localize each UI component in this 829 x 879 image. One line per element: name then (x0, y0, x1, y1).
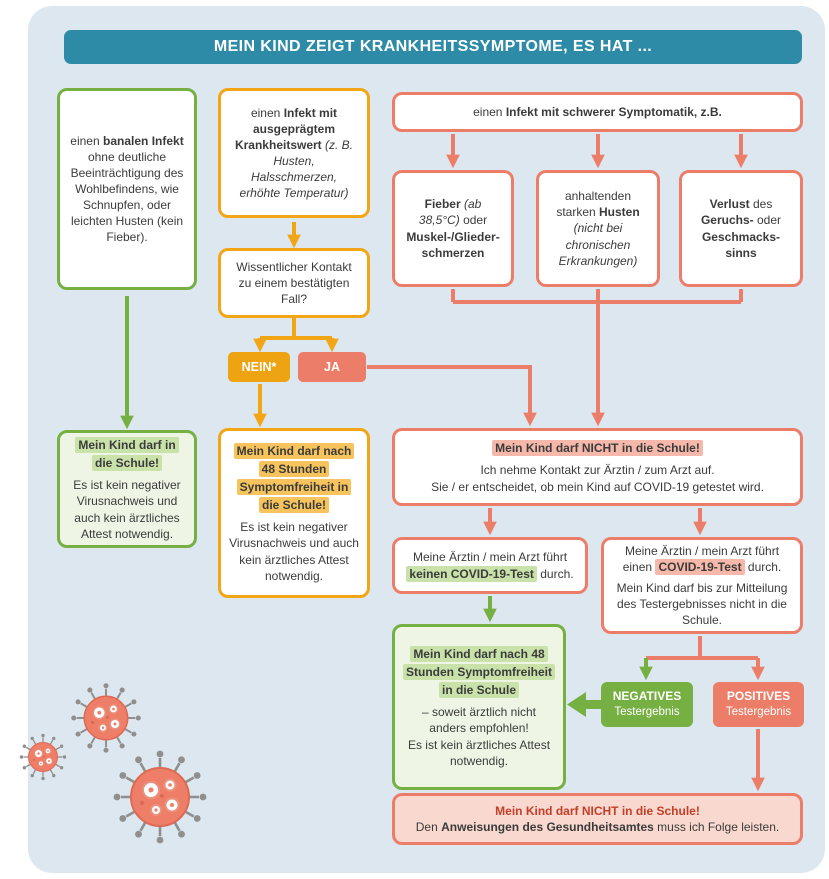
symptom-fever-box: Fieber (ab 38,5°C) oder Muskel-/Glieder­… (392, 170, 514, 287)
contact-question-box: Wissentlicher Kontakt zu einem bestätigt… (218, 248, 370, 318)
outcome-mild-box: Mein Kind darf in die Schule! Es ist kei… (57, 430, 197, 548)
final-body: Den Anweisungen des Gesundheitsamtes mus… (415, 820, 780, 834)
condition-severe-box: einen Infekt mit schwerer Symptomatik, z… (392, 92, 803, 132)
negative-result-badge: NEGATIVES Testergebnis (601, 682, 693, 727)
outcome-free-line2: Es ist kein ärztliches Attest notwendig. (407, 737, 551, 768)
no-test-box: Meine Ärztin / mein Arzt führt keinen CO… (392, 537, 588, 594)
no-test-text: Meine Ärztin / mein Arzt führt keinen CO… (403, 549, 577, 582)
no-school-line2: Sie / er entscheidet, ob mein Kind auf C… (431, 479, 764, 494)
test-box: Meine Ärztin / mein Arzt führt einen COV… (601, 537, 803, 634)
symptom-smell-box: Verlust des Geruchs- oder Geschmacks­sin… (679, 170, 803, 287)
outcome-moderate-title: Mein Kind darf nach 48 Stunden Symptomfr… (229, 442, 359, 514)
no-school-line1: Ich nehme Kontakt zur Ärztin / zum Arzt … (480, 463, 715, 478)
outcome-free-line1: – soweit ärztlich nicht anders empfohlen… (421, 705, 537, 736)
symptom-fever-text: Fieber (ab 38,5°C) oder Muskel-/Glieder­… (406, 197, 500, 260)
condition-moderate-box: einen Infekt mit ausgeprägtem Krankheits… (218, 88, 370, 218)
outcome-moderate-box: Mein Kind darf nach 48 Stunden Symptomfr… (218, 428, 370, 598)
outcome-moderate-body: Es ist kein negativer Virusnachweis und … (229, 520, 359, 583)
contact-question-text: Wissentlicher Kontakt zu einem bestätigt… (236, 259, 352, 307)
symptom-smell-text: Verlust des Geruchs- oder Geschmacks­sin… (700, 197, 782, 260)
outcome-free-title: Mein Kind darf nach 48 Stunden Symptom­f… (403, 645, 556, 699)
outcome-mild-body: Es ist kein negativer Virusnachweis und … (73, 478, 181, 541)
condition-severe-text: einen Infekt mit schwerer Symptomatik, z… (473, 104, 722, 119)
no-school-title: Mein Kind darf NICHT in die Schule! (492, 439, 703, 457)
condition-mild-box: einen banalen Infekt ohne deutliche Beei… (57, 88, 197, 290)
answer-yes-badge: JA (298, 352, 366, 382)
symptom-cough-text: anhaltenden starken Husten (nicht bei ch… (556, 189, 640, 268)
test-text: Meine Ärztin / mein Arzt führt einen COV… (622, 543, 782, 575)
positive-result-badge: POSITIVES Testergebnis (713, 682, 804, 727)
final-no-school-box: Mein Kind darf NICHT in die Schule! Den … (392, 793, 803, 845)
answer-no-badge: NEIN* (228, 352, 290, 382)
symptom-cough-box: anhaltenden starken Husten (nicht bei ch… (536, 170, 660, 287)
outcome-symptom-free-box: Mein Kind darf nach 48 Stunden Symptom­f… (392, 624, 566, 790)
condition-mild-text: einen banalen Infekt ohne deutliche Beei… (70, 133, 184, 245)
test-body: Mein Kind darf bis zur Mitteilung des Te… (616, 580, 788, 628)
outcome-mild-title: Mein Kind darf in die Schule! (68, 436, 186, 472)
condition-moderate-text: einen Infekt mit ausgeprägtem Krankheits… (234, 105, 354, 201)
page-title-text: MEIN KIND ZEIGT KRANKHEITSSYMPTOME, ES H… (213, 38, 653, 55)
page-title: MEIN KIND ZEIGT KRANKHEITSSYMPTOME, ES H… (64, 30, 802, 64)
no-school-consult-box: Mein Kind darf NICHT in die Schule! Ich … (392, 428, 803, 506)
final-title: Mein Kind darf NICHT in die Schule! (495, 803, 700, 818)
